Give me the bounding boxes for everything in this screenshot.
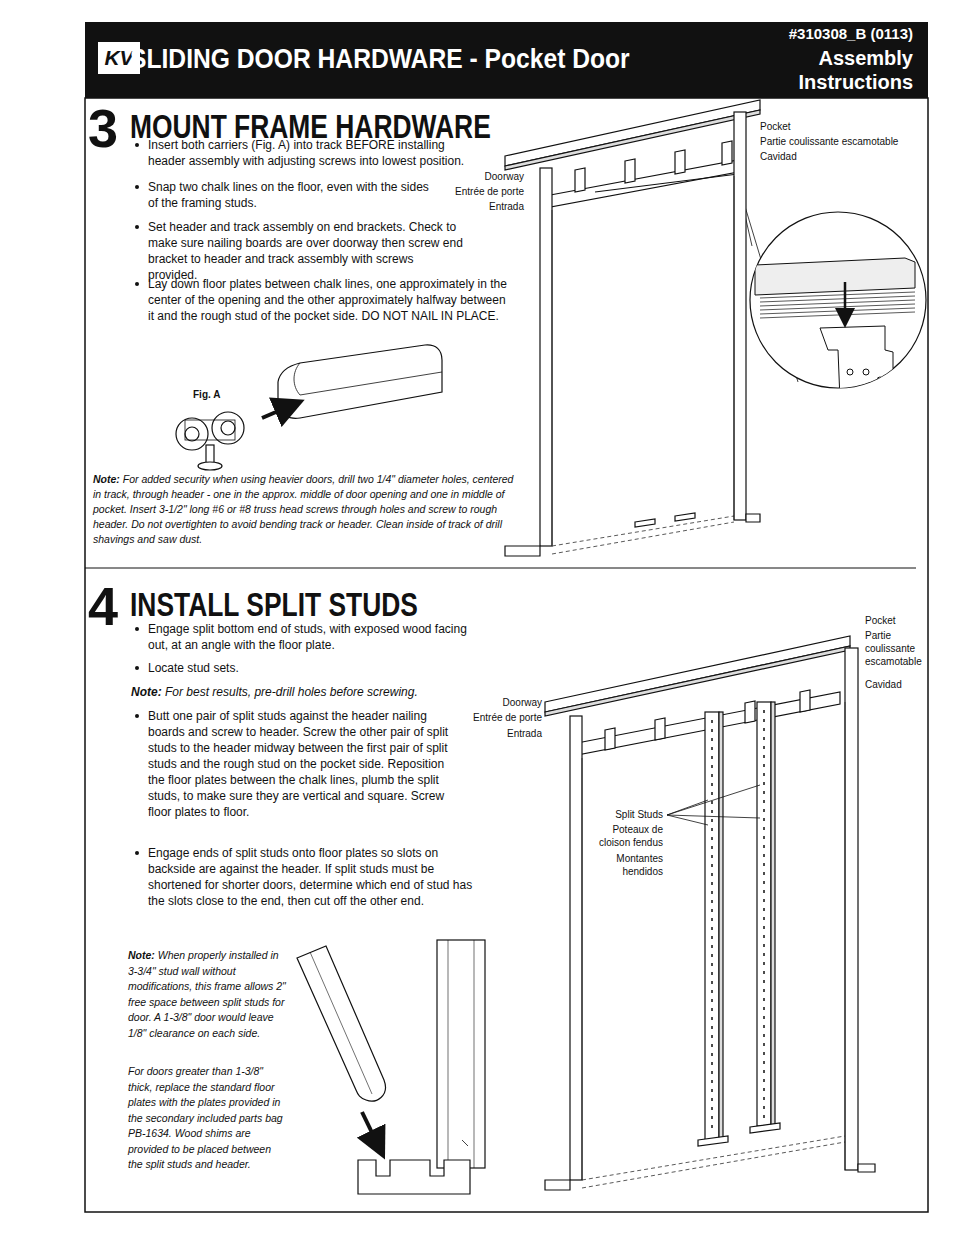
track-and-carrier (176, 345, 442, 470)
header-band: #310308_B (0113)Assembly InstructionsKVS… (85, 22, 928, 98)
bullet-dot (135, 666, 139, 670)
text-label: Partie coulissante escamotable (760, 135, 940, 149)
instruction-step: Insert both carriers (Fig. A) into track… (148, 137, 478, 169)
zoom-detail (750, 212, 926, 400)
text-label: For doors greater than 1-3/8" thick, rep… (128, 1064, 288, 1173)
document-title: SLIDING DOOR HARDWARE - Pocket Door (130, 42, 630, 76)
leader-lines (667, 785, 760, 825)
note-tag: Note: (93, 473, 120, 485)
bullet-dot (135, 627, 139, 631)
instruction-step: Engage ends of split studs onto floor pl… (148, 845, 488, 909)
stud-closeup (297, 940, 485, 1194)
frame-illustration-4 (545, 636, 875, 1190)
text-label: Poteaux de cloison fendus (585, 823, 663, 849)
page-border (85, 98, 928, 1212)
document-number: #310308_B (0113) (789, 25, 913, 43)
text-label: Split Studs (583, 808, 663, 822)
instruction-step: Butt one pair of split studs against the… (148, 708, 462, 820)
step-number: 4 (88, 578, 118, 634)
note-text: For best results, pre-drill holes before… (165, 685, 418, 699)
note-paragraph: Note: For best results, pre-drill holes … (131, 684, 491, 700)
text-label: Cavidad (865, 678, 935, 692)
text-label: Entrée de porte (462, 711, 542, 725)
text-label: Cavidad (760, 150, 940, 164)
note-tag: Note: (131, 685, 162, 699)
bullet-dot (135, 851, 139, 855)
text-label: Doorway (444, 170, 524, 184)
text-label: Doorway (462, 696, 542, 710)
bullet-dot (135, 714, 139, 718)
instruction-step: Locate stud sets. (148, 660, 448, 676)
instruction-step: Set header and track assembly on end bra… (148, 219, 466, 283)
bullet-dot (135, 143, 139, 147)
note-paragraph: Note: For added security when using heav… (93, 472, 515, 547)
instruction-step: Engage split bottom end of studs, with e… (148, 621, 488, 653)
instruction-step: Snap two chalk lines on the floor, even … (148, 179, 433, 211)
step-heading: INSTALL SPLIT STUDS (130, 586, 418, 624)
text-label: Pocket (760, 120, 940, 134)
note-text: For added security when using heavier do… (93, 473, 513, 545)
bullet-dot (135, 185, 139, 189)
bullet-dot (135, 282, 139, 286)
instruction-step: Lay down floor plates between chalk line… (148, 276, 510, 324)
text-label: Montantes hendidos (591, 852, 663, 878)
note-tag: Note: (128, 949, 155, 961)
text-label: Entrada (462, 727, 542, 741)
text-label: Pocket (865, 614, 945, 628)
step-number: 3 (88, 100, 118, 156)
text-label: Entrée de porte (444, 185, 524, 199)
text-label: Partie coulissante escamotable (865, 629, 929, 668)
bullet-dot (135, 225, 139, 229)
note-text: When properly installed in 3-3/4" stud w… (128, 949, 286, 1039)
note-paragraph: Note: When properly installed in 3-3/4" … (128, 948, 288, 1041)
text-label: Entrada (444, 200, 524, 214)
document-type: Assembly Instructions (783, 46, 913, 94)
text-label: Fig. A (193, 389, 253, 401)
